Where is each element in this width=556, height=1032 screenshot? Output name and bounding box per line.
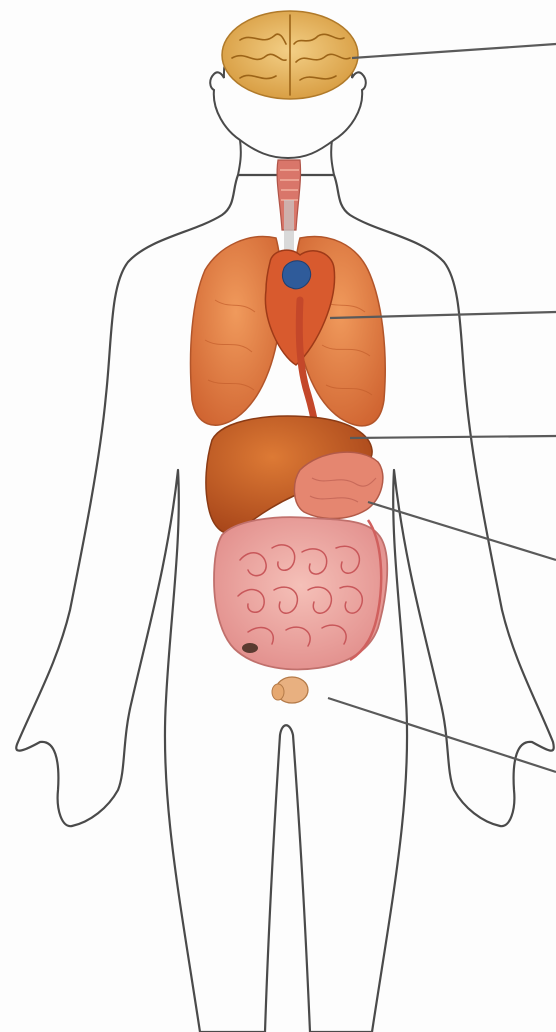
heart-vessels bbox=[282, 261, 310, 289]
bladder-lobe bbox=[272, 684, 284, 700]
leader-line-brain bbox=[352, 44, 556, 58]
appendix bbox=[242, 643, 258, 653]
